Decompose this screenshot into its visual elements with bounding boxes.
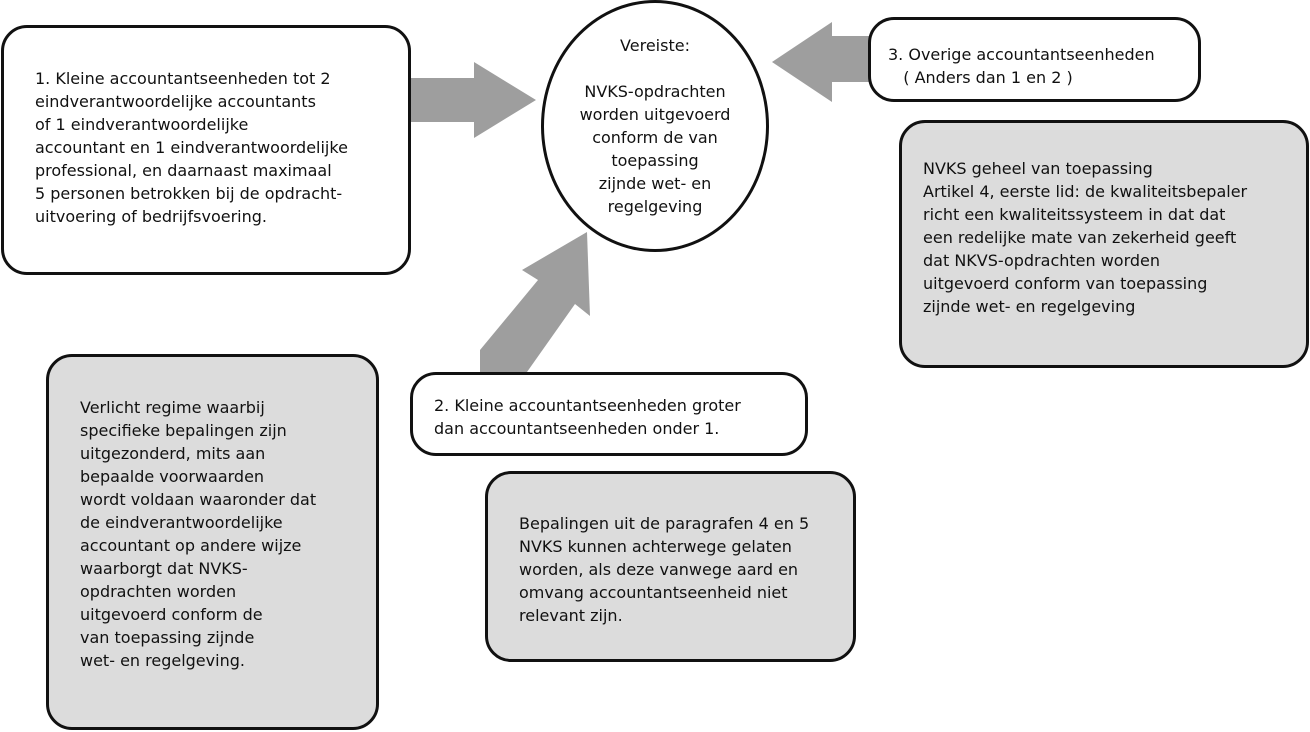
category-2-text: 2. Kleine accountantseenheden groter dan… <box>434 396 741 438</box>
category-2-detail-text: Bepalingen uit de paragrafen 4 en 5 NVKS… <box>519 514 810 625</box>
arrow-box1-to-center <box>410 62 536 138</box>
category-3-text: 3. Overige accountantseenheden ( Anders … <box>888 45 1155 87</box>
category-3-detail-box: NVKS geheel van toepassing Artikel 4, ee… <box>899 120 1309 368</box>
category-3-detail-text: NVKS geheel van toepassing Artikel 4, ee… <box>923 159 1248 316</box>
category-1-box: 1. Kleine accountantseenheden tot 2 eind… <box>1 25 411 275</box>
requirement-title: Vereiste: <box>620 36 690 55</box>
category-2-box: 2. Kleine accountantseenheden groter dan… <box>410 372 808 456</box>
requirement-body: NVKS-opdrachten worden uitgevoerd confor… <box>579 82 731 216</box>
requirement-circle: Vereiste: NVKS-opdrachten worden uitgevo… <box>541 0 769 252</box>
category-3-box: 3. Overige accountantseenheden ( Anders … <box>868 17 1201 102</box>
arrow-box2-to-center <box>480 232 590 372</box>
arrow-box3-to-center <box>772 22 872 102</box>
category-1-detail-text: Verlicht regime waarbij specifieke bepal… <box>80 398 317 670</box>
category-1-text: 1. Kleine accountantseenheden tot 2 eind… <box>35 69 348 226</box>
category-1-detail-box: Verlicht regime waarbij specifieke bepal… <box>46 354 379 730</box>
category-2-detail-box: Bepalingen uit de paragrafen 4 en 5 NVKS… <box>485 471 856 662</box>
